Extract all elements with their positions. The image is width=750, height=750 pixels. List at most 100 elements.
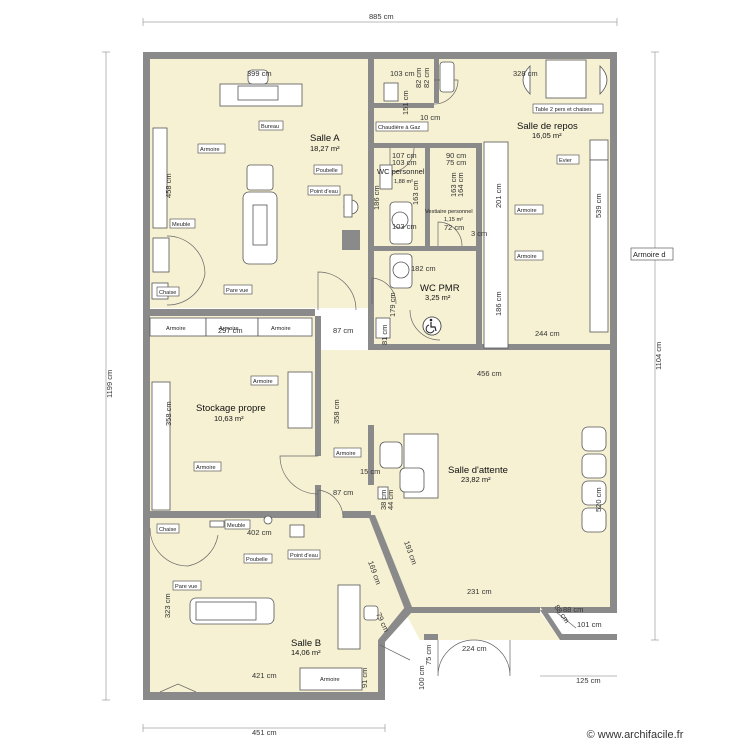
label-point-eau-salle-b: Point d'eau: [290, 553, 318, 559]
dim-right-total: 1104 cm: [654, 342, 663, 370]
room-area-salle-a: 18,27 m²: [310, 144, 340, 153]
dim-103c: 103 cm: [392, 222, 417, 231]
salle-repos-furniture: [375, 59, 609, 349]
dimension-texts: 885 cm 1199 cm 1104 cm 451 cm 125 cm 399…: [105, 12, 663, 737]
dim-421: 421 cm: [252, 671, 277, 680]
label-chaise-salle-a: Chaise: [159, 290, 176, 296]
label-armoire-stock-3: Armoire: [271, 326, 291, 332]
label-armoire-stock-5: Armoire: [196, 465, 216, 471]
archifacile-logo: © www.archifacile.fr: [587, 729, 684, 741]
label-meuble-salle-b: Meuble: [227, 523, 245, 529]
dim-103b: 103 cm: [392, 158, 417, 167]
dim-bottom-left: 451 cm: [252, 728, 277, 737]
dim-163b: 163 cm: [449, 172, 458, 197]
dim-82b: 82 cm: [422, 68, 431, 88]
dim-402: 402 cm: [247, 528, 272, 537]
room-area-salle-attente: 23,82 m²: [461, 475, 491, 484]
label-chaise-salle-b: Chaise: [159, 527, 176, 533]
room-area-wc-personnel: 1,88 m²: [394, 179, 413, 185]
dim-75: 75 cm: [446, 158, 466, 167]
room-name-vestiaire: Vestiaire personnel: [425, 209, 473, 215]
label-armoire-repos-2: Armoire: [517, 254, 537, 260]
room-area-salle-repos: 16,05 m²: [532, 131, 562, 140]
dim-88-label: 88 cm: [563, 605, 583, 614]
dim-358b: 358 cm: [332, 399, 341, 424]
label-armoire-d: Armoire d: [633, 250, 666, 259]
label-table-2-pers: Table 2 pers et chaises: [535, 107, 592, 113]
label-bureau: Bureau: [261, 124, 279, 130]
dim-10: 10 cm: [420, 113, 440, 122]
salle-b-furniture: [149, 515, 379, 693]
dim-186a: 186 cm: [372, 185, 381, 210]
walls: [143, 52, 617, 700]
dim-82a: 82 cm: [414, 68, 423, 88]
label-evier: Evier: [559, 158, 572, 164]
room-area-vestiaire: 1,15 m²: [444, 217, 463, 223]
label-pare-vue-salle-b: Pare vue: [175, 584, 197, 590]
dim-328: 328 cm: [513, 69, 538, 78]
dim-323: 323 cm: [163, 593, 172, 618]
dim-101: 101 cm: [577, 620, 602, 629]
dim-72: 72 cm: [444, 223, 464, 232]
room-labels: Salle A 18,27 m² Salle de repos 16,05 m²…: [196, 121, 578, 657]
dim-539: 539 cm: [594, 193, 603, 218]
dim-3: 3 cm: [471, 229, 487, 238]
dim-100: 100 cm: [417, 665, 426, 690]
dim-224: 224 cm: [462, 644, 487, 653]
dim-103a: 103 cm: [390, 69, 415, 78]
attente-furniture: [377, 426, 607, 533]
dim-182: 182 cm: [411, 264, 436, 273]
dim-186b: 186 cm: [494, 291, 503, 316]
room-name-stockage: Stockage propre: [196, 403, 266, 414]
dim-297: 297 cm: [218, 326, 243, 335]
room-area-stockage: 10,63 m²: [214, 414, 244, 423]
stockage-furniture: [149, 317, 313, 511]
doors: [279, 79, 577, 677]
label-point-eau-salle-a: Point d'eau: [310, 189, 338, 195]
label-poubelle-salle-a: Poubelle: [316, 168, 338, 174]
dim-163: 163 cm: [411, 180, 420, 205]
dim-399: 399 cm: [247, 69, 272, 78]
label-poubelle-salle-b: Poubelle: [246, 557, 268, 563]
room-area-salle-b: 14,06 m²: [291, 648, 321, 657]
room-name-salle-attente: Salle d'attente: [448, 465, 508, 476]
label-armoire-repos-1: Armoire: [517, 208, 537, 214]
dim-38: 38 cm: [379, 490, 388, 510]
dim-75b: 75 cm: [424, 645, 433, 665]
dim-top-total: 885 cm: [369, 12, 394, 21]
dim-87a: 87 cm: [333, 326, 353, 335]
wheelchair-icon: [422, 316, 442, 336]
dim-179: 179 cm: [388, 292, 397, 317]
dim-15: 15 cm: [360, 467, 380, 476]
label-armoire-salle-b: Armoire: [320, 677, 340, 683]
dim-left-total: 1199 cm: [105, 370, 114, 398]
dim-458: 458 cm: [164, 173, 173, 198]
dim-91: 91 cm: [360, 668, 369, 688]
dim-244: 244 cm: [535, 329, 560, 338]
label-armoire-stock-2: Armoire: [219, 326, 239, 332]
dim-456: 456 cm: [477, 369, 502, 378]
dim-520: 520 cm: [594, 487, 603, 512]
dim-358a: 358 cm: [164, 401, 173, 426]
room-name-salle-b: Salle B: [291, 638, 321, 649]
dim-87b: 87 cm: [333, 488, 353, 497]
room-name-wc-pmr: WC PMR: [420, 283, 460, 294]
dim-164: 164 cm: [456, 172, 465, 197]
furniture-labels: Bureau Armoire Poubelle Point d'eau Meub…: [156, 103, 674, 683]
room-name-wc-personnel: WC personnel: [377, 167, 425, 176]
label-armoire-salle-a: Armoire: [200, 147, 220, 153]
dim-201: 201 cm: [494, 183, 503, 208]
outer-dimension-lines: [102, 18, 659, 732]
label-pare-vue-salle-a: Pare vue: [226, 288, 248, 294]
dim-151: 151 cm: [401, 90, 410, 115]
dim-107: 107 cm: [392, 151, 417, 160]
dim-90: 90 cm: [446, 151, 466, 160]
room-name-salle-a: Salle A: [310, 133, 340, 144]
room-name-salle-repos: Salle de repos: [517, 121, 578, 132]
label-armoire-stock-4: Armoire: [253, 379, 273, 385]
dim-bottom-right: 125 cm: [576, 676, 601, 685]
dim-81: 81 cm: [380, 325, 389, 345]
label-armoire-stock-1: Armoire: [166, 326, 186, 332]
dim-44: 44 cm: [386, 490, 395, 510]
